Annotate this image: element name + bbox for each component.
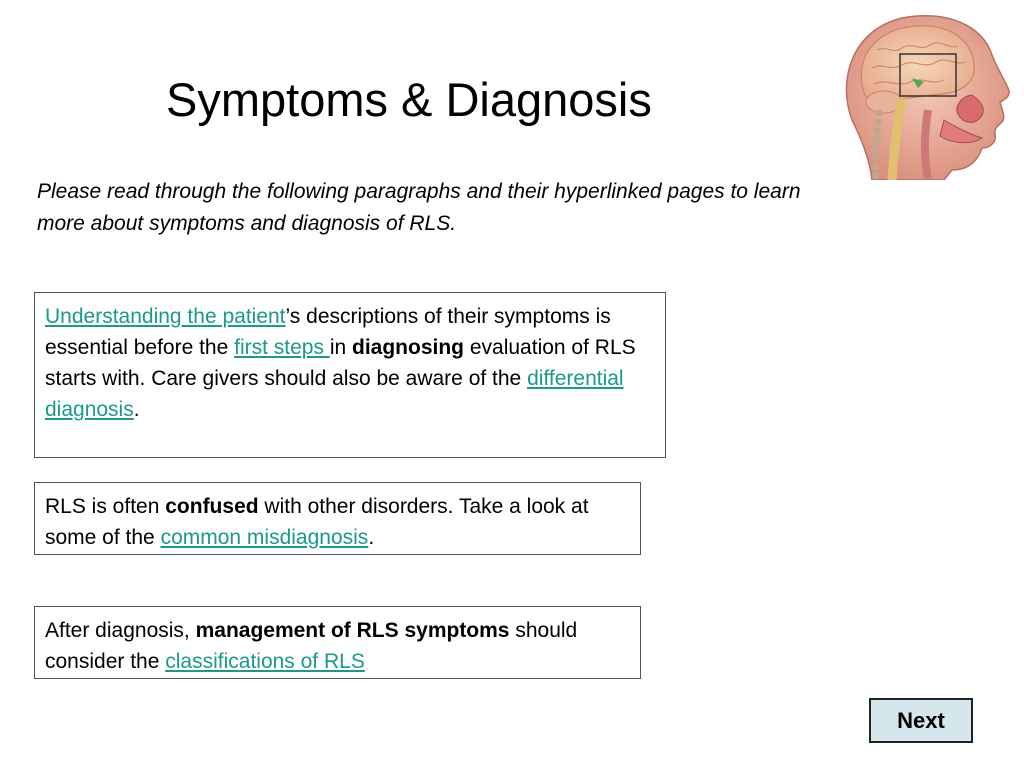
management-bold-text: management of RLS symptoms (195, 619, 510, 642)
box1-text-1: ’s descriptions of their symptoms is ess… (45, 305, 611, 359)
box2-text-1: RLS is often (45, 495, 166, 518)
box3-text-1: After diagnosis, (45, 619, 196, 642)
confused-bold-text: confused (165, 495, 259, 518)
understanding-the-patient-link[interactable]: Understanding the patient (45, 305, 286, 328)
next-button[interactable]: Next (869, 698, 973, 743)
diagnosing-bold-text: diagnosing (352, 336, 465, 359)
box1-text-2: in (329, 336, 353, 359)
box2-text-3: . (368, 526, 375, 549)
box3-text-2: should consider the (45, 619, 578, 673)
classifications-of-rls-link[interactable]: classifications of RLS (165, 650, 365, 673)
common-misdiagnosis-link[interactable]: common misdiagnosis (160, 526, 369, 549)
box1-text-4: . (133, 398, 140, 421)
differential-diagnosis-link[interactable]: differential diagnosis (45, 367, 624, 421)
slide-title: Symptoms & Diagnosis (166, 73, 652, 126)
first-steps-link[interactable]: first steps (234, 336, 330, 359)
symptoms-paragraph-box: Understanding the patient’s descriptions… (34, 292, 666, 458)
box1-text-3: evaluation of RLS starts with. Care give… (45, 336, 636, 390)
management-paragraph-box: After diagnosis, management of RLS sympt… (34, 606, 641, 679)
misdiagnosis-paragraph-box: RLS is often confused with other disorde… (34, 482, 641, 555)
head-anatomy-illustration (845, 15, 1010, 180)
intro-paragraph: Please read through the following paragr… (37, 180, 801, 235)
box2-text-2: with other disorders. Take a look at som… (45, 495, 589, 549)
